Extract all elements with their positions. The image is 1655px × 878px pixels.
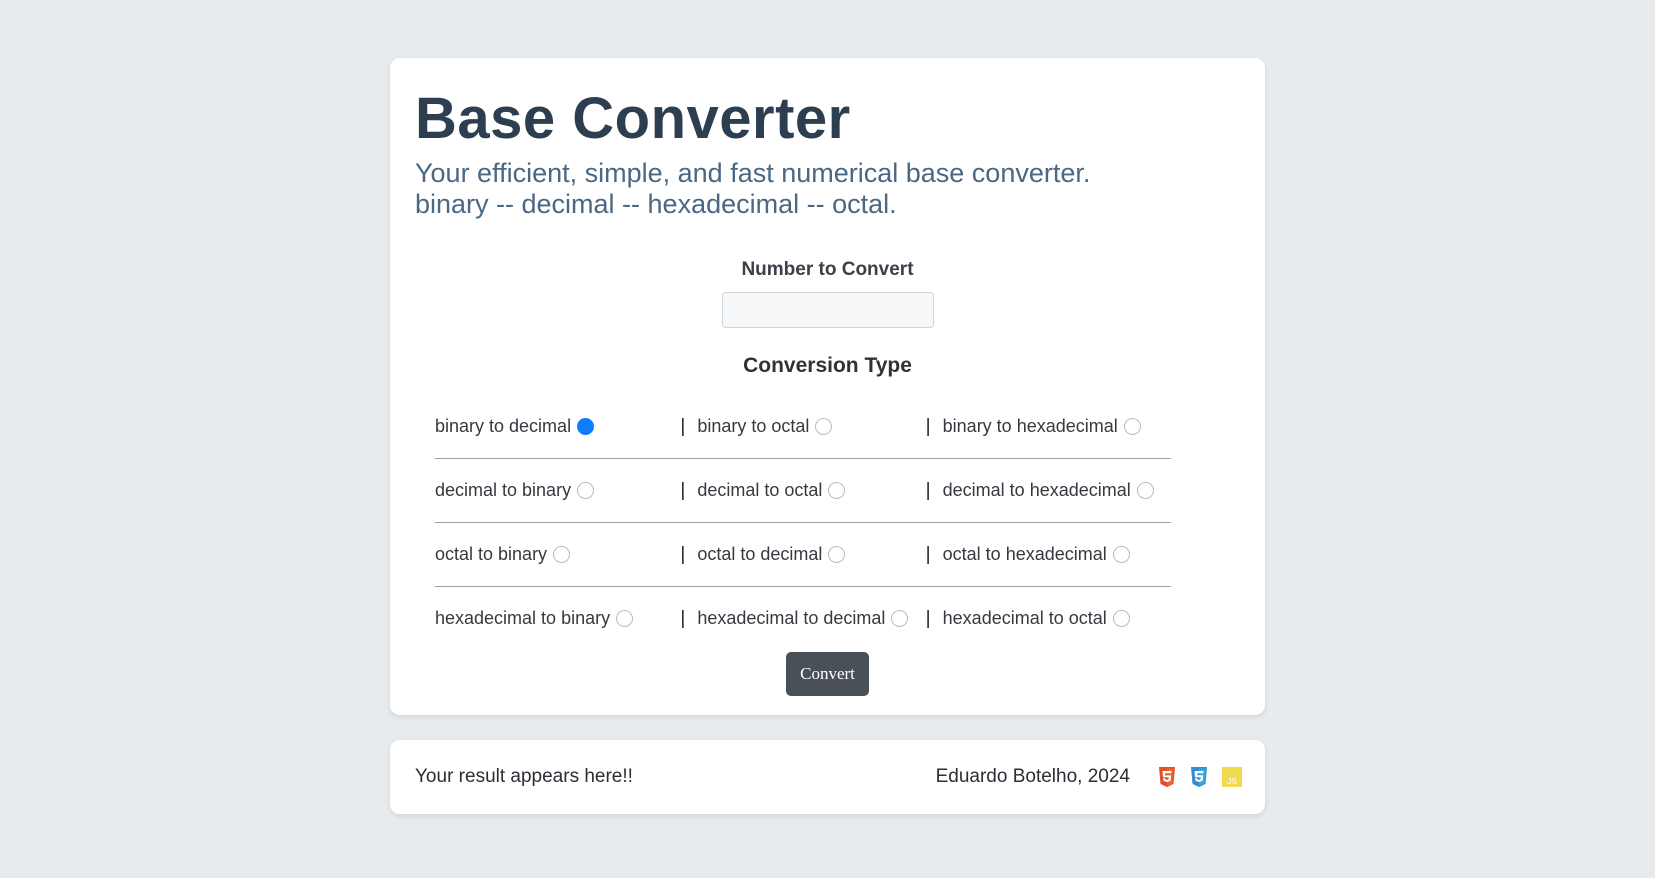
option-separator: | [680, 607, 686, 629]
conversion-option-label: hexadecimal to decimal [697, 608, 886, 628]
conversion-radio[interactable] [1112, 610, 1130, 627]
page-subtitle: Your efficient, simple, and fast numeric… [415, 158, 1240, 220]
conversion-radio[interactable] [577, 418, 595, 435]
option-separator: | [680, 479, 686, 501]
conversion-option[interactable]: | decimal to hexadecimal [926, 480, 1171, 502]
conversion-radio[interactable] [828, 546, 846, 563]
javascript-icon: JS [1222, 767, 1242, 787]
conversion-row: |hexadecimal to binary|hexadecimal to de… [435, 587, 1171, 650]
conversion-option[interactable]: | octal to hexadecimal [926, 544, 1171, 566]
conversion-type-title: Conversion Type [743, 354, 912, 377]
conversion-option[interactable]: |binary to decimal [435, 416, 680, 437]
conversion-radio[interactable] [891, 610, 909, 627]
number-input-wrapper [415, 292, 1240, 328]
conversion-option[interactable]: | binary to octal [680, 416, 925, 438]
conversion-radio[interactable] [1136, 482, 1154, 499]
conversion-option[interactable]: | hexadecimal to decimal [680, 608, 925, 630]
conversion-option-label: decimal to octal [697, 480, 823, 500]
number-input-label: Number to Convert [741, 259, 914, 280]
footer-credits: Eduardo Botelho, 2024 JS [935, 766, 1242, 788]
subtitle-line-1: Your efficient, simple, and fast numeric… [415, 158, 1091, 188]
result-text: Your result appears here!! [415, 766, 633, 787]
html5-icon [1158, 767, 1176, 787]
conversion-radio[interactable] [815, 418, 833, 435]
conversion-option[interactable]: | decimal to octal [680, 480, 925, 502]
conversion-option[interactable]: |hexadecimal to binary [435, 608, 680, 629]
conversion-radio[interactable] [1123, 418, 1141, 435]
conversion-option[interactable]: |decimal to binary [435, 480, 680, 501]
conversion-option-label: hexadecimal to binary [435, 608, 611, 628]
conversion-row: |octal to binary|octal to decimal|octal … [435, 523, 1171, 587]
option-separator: | [925, 607, 931, 629]
conversion-row: |decimal to binary|decimal to octal|deci… [435, 459, 1171, 523]
convert-button-wrapper: Convert [415, 652, 1240, 696]
convert-button[interactable]: Convert [786, 652, 869, 696]
conversion-radio[interactable] [553, 546, 571, 563]
subtitle-line-2: binary -- decimal -- hexadecimal -- octa… [415, 189, 897, 219]
option-separator: | [925, 415, 931, 437]
number-input[interactable] [721, 292, 934, 328]
conversion-option-label: binary to decimal [435, 416, 572, 436]
css3-icon [1190, 767, 1208, 787]
javascript-icon-text: JS [1227, 777, 1236, 786]
conversion-row: |binary to decimal|binary to octal|binar… [435, 395, 1171, 459]
conversion-option-label: octal to hexadecimal [942, 544, 1107, 564]
conversion-option-label: hexadecimal to octal [942, 608, 1107, 628]
conversion-option-label: binary to hexadecimal [942, 416, 1118, 436]
conversion-option-label: octal to decimal [697, 544, 823, 564]
conversion-option-label: decimal to binary [435, 480, 572, 500]
conversion-option[interactable]: | octal to decimal [680, 544, 925, 566]
conversion-radio[interactable] [616, 610, 634, 627]
conversion-option[interactable]: | binary to hexadecimal [926, 416, 1171, 438]
result-footer-card: Your result appears here!! Eduardo Botel… [390, 740, 1265, 814]
conversion-radio[interactable] [828, 482, 846, 499]
option-separator: | [925, 543, 931, 565]
conversion-option-label: binary to octal [697, 416, 810, 436]
converter-card: Base Converter Your efficient, simple, a… [390, 58, 1265, 715]
option-separator: | [925, 479, 931, 501]
option-separator: | [680, 543, 686, 565]
conversion-options-grid: |binary to decimal|binary to octal|binar… [435, 395, 1171, 650]
conversion-option-label: decimal to hexadecimal [942, 480, 1131, 500]
author-credit: Eduardo Botelho, 2024 [935, 766, 1130, 787]
conversion-option[interactable]: | hexadecimal to octal [926, 608, 1171, 630]
option-separator: | [680, 415, 686, 437]
conversion-radio[interactable] [577, 482, 595, 499]
conversion-option[interactable]: |octal to binary [435, 544, 680, 565]
conversion-radio[interactable] [1112, 546, 1130, 563]
conversion-option-label: octal to binary [435, 544, 548, 564]
page-title: Base Converter [415, 86, 851, 151]
